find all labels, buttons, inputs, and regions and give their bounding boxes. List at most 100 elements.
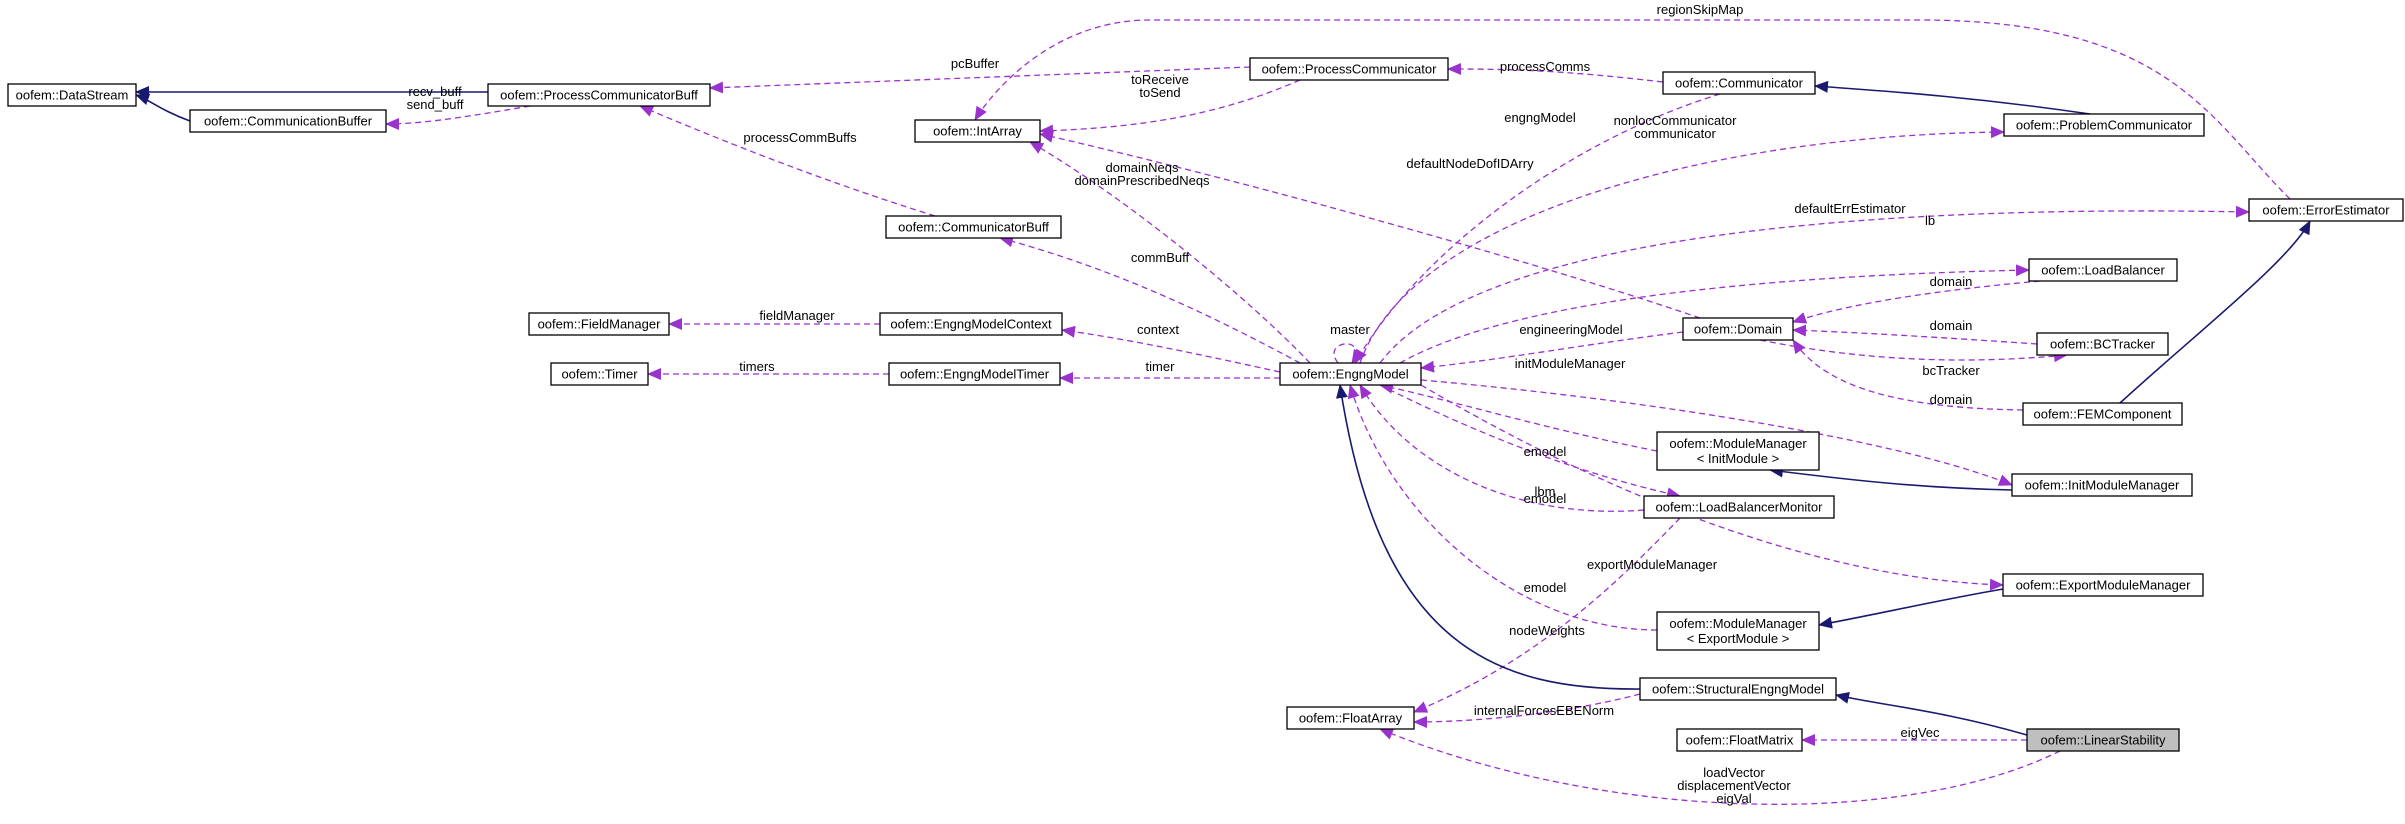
class-node-label: oofem::CommunicationBuffer: [204, 114, 373, 129]
edge-linear-stability-to-float-array: [1379, 728, 2061, 805]
edge-process-communicator-to-process-communicator-buff: [709, 66, 1251, 94]
edge-label-region-skip-map: regionSkipMap: [1657, 2, 1744, 17]
class-node-box[interactable]: [1656, 611, 1820, 651]
class-node-problem-communicator[interactable]: oofem::ProblemCommunicator: [2003, 113, 2205, 137]
class-node-femcomponent[interactable]: oofem::FEMComponent: [2022, 402, 2183, 426]
edge-femcomponent-to-domain: [1792, 339, 2024, 411]
class-node-label: oofem::LoadBalancer: [2041, 263, 2165, 278]
class-node-label: oofem::ProcessCommunicatorBuff: [500, 88, 698, 103]
edge-label-load-vector: loadVector: [1703, 765, 1765, 780]
class-node-label: oofem::ErrorEstimator: [2262, 203, 2390, 218]
class-node-communication-buffer[interactable]: oofem::CommunicationBuffer: [189, 109, 387, 133]
class-node-domain[interactable]: oofem::Domain: [1682, 317, 1794, 341]
edge-labels-layer: recv_buffsend_buffpcBuffertoReceivetoSen…: [407, 2, 1981, 806]
class-node-box[interactable]: [528, 312, 670, 336]
class-node-label: oofem::Communicator: [1675, 76, 1804, 91]
edge-linear-stability-to-structural-engng-model: [1835, 692, 2028, 736]
class-node-box[interactable]: [1656, 431, 1820, 471]
class-node-engng-model-context[interactable]: oofem::EngngModelContext: [879, 312, 1063, 336]
edge-init-module-manager-to-module-manager-init: [1769, 465, 2013, 491]
edge-label-default-err-estimator: defaultErrEstimator: [1794, 201, 1906, 216]
class-node-box[interactable]: [1682, 317, 1794, 341]
class-node-float-array[interactable]: oofem::FloatArray: [1286, 706, 1415, 730]
class-node-error-estimator[interactable]: oofem::ErrorEstimator: [2248, 198, 2404, 222]
edge-communicator-buff-to-process-communicator-buff: [639, 105, 936, 217]
class-node-structural-engng-model[interactable]: oofem::StructuralEngngModel: [1639, 677, 1837, 701]
edge-label-field-manager: fieldManager: [759, 308, 835, 323]
edge-error-estimator-to-int-array: [974, 19, 2291, 200]
class-node-timer[interactable]: oofem::Timer: [550, 362, 649, 386]
edge-label-process-comm-buffs: processCommBuffs: [743, 130, 857, 145]
edge-module-manager-export-to-engng-model: [1347, 384, 1658, 631]
class-node-box[interactable]: [1639, 677, 1837, 701]
class-node-box[interactable]: [885, 215, 1062, 239]
class-node-label: oofem::ProcessCommunicator: [1262, 62, 1438, 77]
class-node-label: oofem::ExportModuleManager: [2016, 578, 2192, 593]
edge-engng-model-to-problem-communicator: [1359, 126, 2005, 364]
class-node-load-balancer[interactable]: oofem::LoadBalancer: [2028, 258, 2178, 282]
edge-load-balancer-to-domain: [1792, 280, 2041, 324]
class-node-engng-model-timer[interactable]: oofem::EngngModelTimer: [888, 362, 1061, 386]
class-node-communicator-buff[interactable]: oofem::CommunicatorBuff: [885, 215, 1062, 239]
class-node-int-array[interactable]: oofem::IntArray: [914, 119, 1041, 143]
class-node-box[interactable]: [1279, 362, 1422, 386]
class-node-label: oofem::LinearStability: [2040, 733, 2166, 748]
class-node-field-manager[interactable]: oofem::FieldManager: [528, 312, 670, 336]
class-node-float-matrix[interactable]: oofem::FloatMatrix: [1676, 728, 1803, 752]
class-node-init-module-manager[interactable]: oofem::InitModuleManager: [2011, 473, 2193, 497]
edge-label-export-module-manager: exportModuleManager: [1587, 557, 1718, 572]
class-node-box[interactable]: [2002, 573, 2204, 597]
nodes-layer: oofem::DataStreamoofem::CommunicationBuf…: [7, 57, 2404, 752]
edge-domain-to-engng-model: [1420, 331, 1684, 373]
class-node-label: oofem::FieldManager: [538, 317, 662, 332]
class-node-communicator[interactable]: oofem::Communicator: [1662, 71, 1816, 95]
class-node-box[interactable]: [888, 362, 1061, 386]
class-node-box[interactable]: [1286, 706, 1415, 730]
class-node-module-manager-init[interactable]: oofem::ModuleManager< InitModule >: [1656, 431, 1820, 471]
edge-label-emodel: emodel: [1524, 491, 1567, 506]
class-node-load-balancer-monitor[interactable]: oofem::LoadBalancerMonitor: [1643, 495, 1835, 519]
class-node-box[interactable]: [1643, 495, 1835, 519]
class-node-box[interactable]: [914, 119, 1041, 143]
class-node-process-communicator-buff[interactable]: oofem::ProcessCommunicatorBuff: [487, 83, 711, 107]
class-node-box[interactable]: [2036, 332, 2169, 356]
edge-engng-model-to-export-module-manager: [1420, 384, 2004, 591]
class-node-box[interactable]: [1676, 728, 1803, 752]
class-node-box[interactable]: [2003, 113, 2205, 137]
class-node-box[interactable]: [2248, 198, 2404, 222]
class-node-box[interactable]: [1662, 71, 1816, 95]
edge-communicator-to-engng-model: [1354, 93, 1721, 364]
class-node-engng-model[interactable]: oofem::EngngModel: [1279, 362, 1422, 386]
class-node-linear-stability[interactable]: oofem::LinearStability: [2026, 728, 2180, 752]
class-node-box[interactable]: [550, 362, 649, 386]
class-node-label: oofem::InitModuleManager: [2025, 478, 2180, 493]
edge-label-domain: domain: [1930, 392, 1973, 407]
class-node-label: oofem::IntArray: [933, 124, 1022, 139]
edge-label-timers: timers: [739, 359, 775, 374]
class-node-label: oofem::FloatMatrix: [1686, 733, 1794, 748]
edge-label-emodel: emodel: [1524, 444, 1567, 459]
edge-label-send_buff: send_buff: [407, 97, 464, 112]
class-node-box[interactable]: [879, 312, 1063, 336]
class-node-box[interactable]: [189, 109, 387, 133]
class-node-process-communicator[interactable]: oofem::ProcessCommunicator: [1249, 57, 1449, 81]
class-node-export-module-manager[interactable]: oofem::ExportModuleManager: [2002, 573, 2204, 597]
class-node-box[interactable]: [1249, 57, 1449, 81]
edge-label-domain-prescribed-neqs: domainPrescribedNeqs: [1074, 173, 1210, 188]
class-node-box[interactable]: [2028, 258, 2178, 282]
edge-module-manager-init-to-engng-model: [1379, 381, 1658, 452]
class-node-box[interactable]: [2022, 402, 2183, 426]
class-node-box[interactable]: [2026, 728, 2180, 752]
class-node-box[interactable]: [7, 83, 137, 107]
edge-label-engineering-model: engineeringModel: [1519, 322, 1622, 337]
class-node-module-manager-export[interactable]: oofem::ModuleManager< ExportModule >: [1656, 611, 1820, 651]
class-node-box[interactable]: [2011, 473, 2193, 497]
class-node-data-stream[interactable]: oofem::DataStream: [7, 83, 137, 107]
class-node-box[interactable]: [487, 83, 711, 107]
class-node-label: oofem::FEMComponent: [2033, 407, 2171, 422]
edge-label-recv_buff: recv_buff: [408, 84, 462, 99]
class-node-label: < InitModule >: [1697, 451, 1779, 466]
class-node-bctracker[interactable]: oofem::BCTracker: [2036, 332, 2169, 356]
class-node-label: oofem::Domain: [1694, 322, 1782, 337]
edge-label-to-receive: toReceive: [1131, 72, 1189, 87]
